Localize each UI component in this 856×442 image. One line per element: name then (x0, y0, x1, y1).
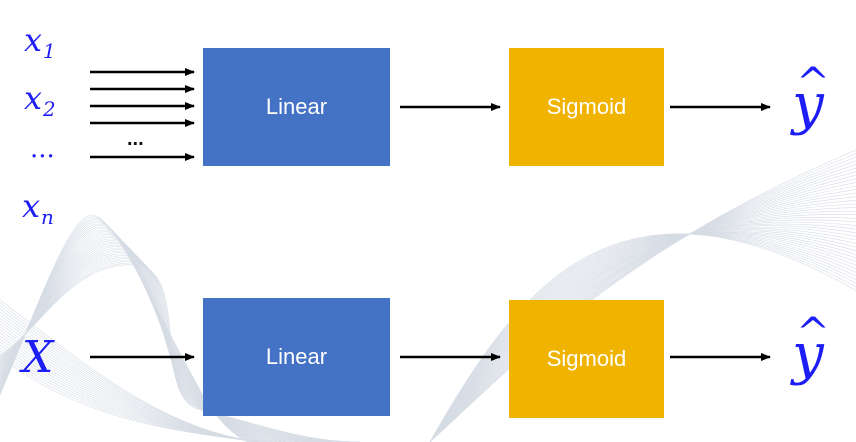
input-xn: xn (22, 187, 54, 229)
wave-line (429, 189, 856, 442)
wave-line (0, 249, 361, 442)
wave-line (429, 233, 856, 442)
sigmoid-label-top: Sigmoid (546, 94, 627, 119)
wave-line (0, 253, 361, 442)
wave-line (0, 247, 361, 442)
output-yhat-bottom: ^y (772, 306, 844, 404)
sigmoid-box-top: Sigmoid (509, 48, 664, 166)
linear-box-top: Linear (203, 48, 390, 166)
wave-line (0, 246, 360, 442)
wave-line (429, 233, 856, 442)
wave-line (0, 238, 360, 442)
wave-line (429, 233, 856, 442)
wave-line (0, 261, 361, 442)
input-x1: x1 (24, 21, 56, 63)
input-x2: x2 (24, 79, 56, 121)
wave-line (429, 203, 856, 442)
output-yhat-top: ^y (772, 56, 844, 154)
wave-line (429, 167, 856, 442)
wave-line (429, 217, 856, 442)
wave-line (0, 258, 361, 442)
wave-line (429, 207, 856, 442)
wave-line (0, 255, 361, 442)
wave-line (429, 225, 856, 442)
wave-line (429, 210, 856, 442)
wave-line (429, 233, 856, 442)
wave-line (0, 356, 261, 442)
wave-line (429, 233, 856, 442)
input-ellipsis: ... (30, 134, 55, 164)
wave-line (429, 200, 856, 442)
wave-line (429, 214, 856, 442)
wave-line (0, 256, 361, 442)
arrow-ellipsis: ... (127, 128, 144, 150)
wave-line (429, 219, 856, 442)
wave-line (0, 252, 361, 442)
wave-line (429, 228, 856, 442)
linear-label-bottom: Linear (265, 344, 328, 369)
wave-line (0, 237, 360, 442)
sigmoid-label-bottom: Sigmoid (546, 346, 627, 371)
wave-line (429, 230, 856, 442)
sigmoid-box-bottom: Sigmoid (509, 300, 664, 418)
wave-line (429, 174, 856, 442)
linear-label-top: Linear (265, 94, 328, 119)
wave-line (0, 241, 360, 442)
wave-line (429, 233, 856, 442)
linear-box-bottom: Linear (203, 298, 390, 416)
wave-line (429, 178, 856, 442)
wave-line (0, 240, 360, 442)
wave-line (429, 171, 856, 442)
wave-line (0, 235, 360, 442)
wave-line (429, 229, 856, 442)
wave-line (429, 232, 856, 442)
wave-line (0, 262, 361, 442)
wave-line (429, 233, 856, 442)
wave-line (0, 259, 361, 442)
wave-line (429, 185, 856, 442)
wave-line (429, 233, 856, 442)
wave-line (429, 160, 856, 442)
wave-line (0, 243, 360, 442)
wave-line (429, 223, 856, 442)
wave-line (429, 231, 856, 442)
wave-line (429, 231, 856, 442)
wave-line (429, 221, 856, 442)
wave-line (429, 164, 856, 442)
wave-line (429, 182, 856, 442)
wave-line (429, 226, 856, 442)
input-matrix-x: X (22, 332, 54, 383)
wave-line (0, 234, 360, 442)
wave-line (0, 244, 360, 442)
wave-line (429, 232, 856, 442)
wave-line (429, 196, 856, 442)
wave-line (0, 264, 361, 442)
wave-line (0, 250, 361, 442)
wave-line (429, 192, 856, 442)
